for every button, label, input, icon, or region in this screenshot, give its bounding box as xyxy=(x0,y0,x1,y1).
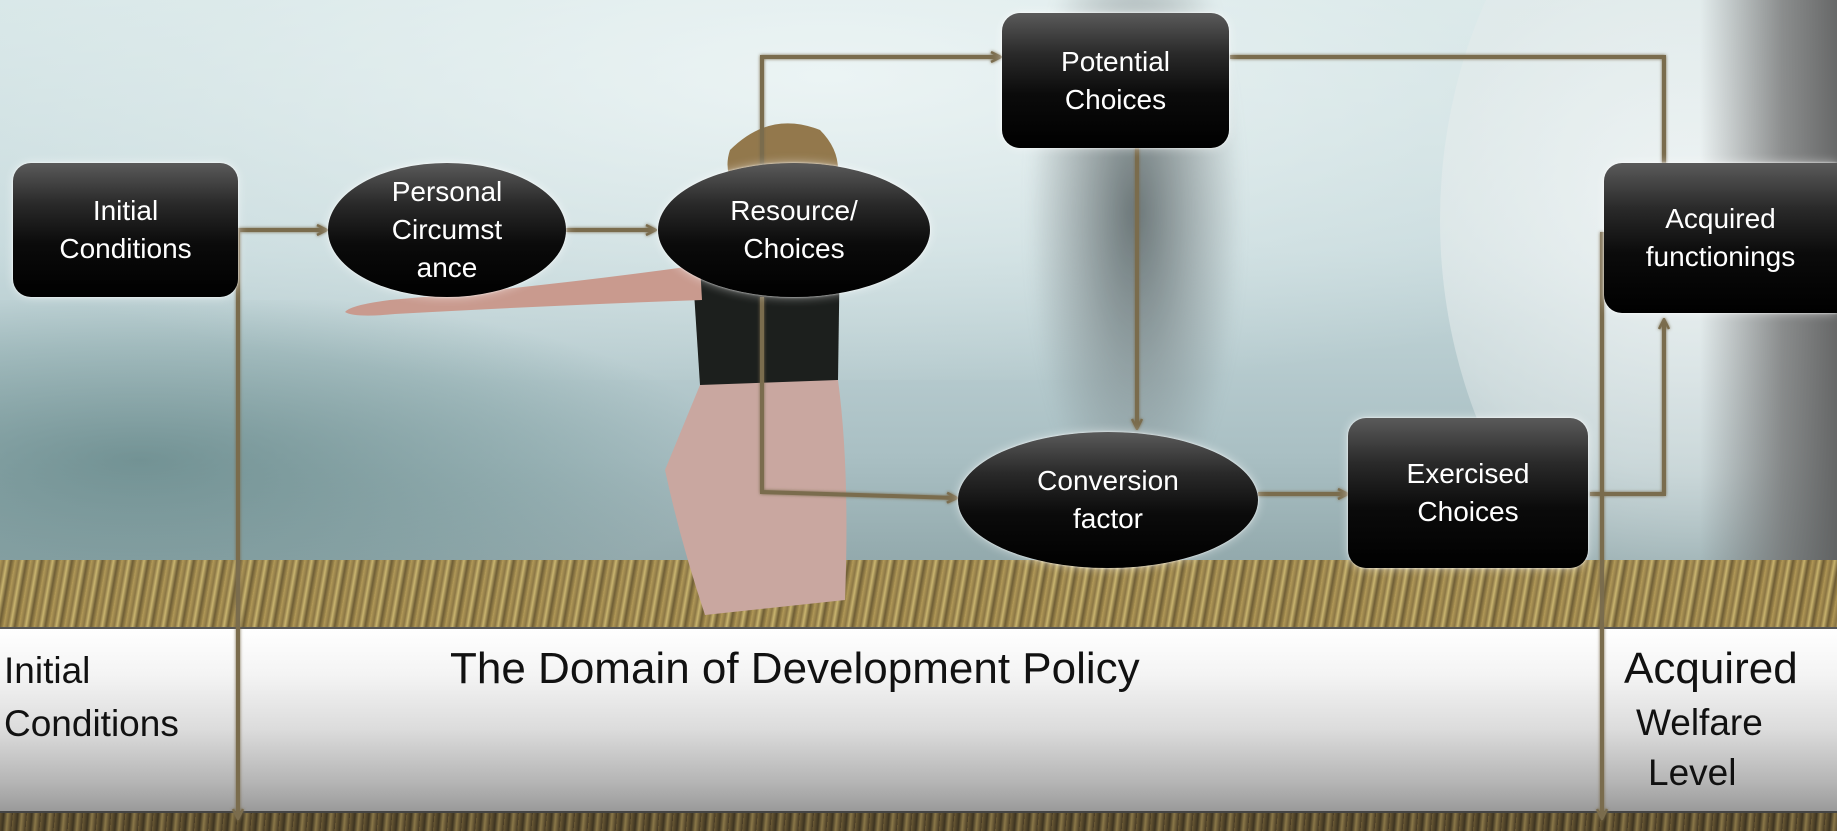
node-potential-choices: Potential Choices xyxy=(1002,13,1229,148)
figure-skirt xyxy=(665,380,847,615)
band-title: The Domain of Development Policy xyxy=(450,644,1140,693)
node-personal-circumstance-line-2: Circumst xyxy=(391,214,503,245)
band-right-line-2: Welfare xyxy=(1636,702,1763,743)
node-initial-conditions-line-1: Initial xyxy=(92,195,159,226)
node-exercised-choices-line-2: Choices xyxy=(1417,496,1519,527)
node-personal-circumstance-line-1: Personal xyxy=(391,176,503,207)
band-left-line-1: Initial xyxy=(4,650,91,691)
node-initial-conditions: Initial Conditions xyxy=(13,163,238,297)
edge-resource-to-conversion xyxy=(760,297,956,498)
node-potential-choices-line-1: Potential xyxy=(1061,45,1170,77)
node-initial-conditions-line-2: Conditions xyxy=(59,233,192,264)
band-right-line-3: Level xyxy=(1648,752,1737,793)
figure-arm xyxy=(345,265,702,316)
band-left-line-2: Conditions xyxy=(4,703,179,744)
node-conversion-factor-line-2: factor xyxy=(1072,503,1143,534)
node-exercised-choices-line-1: Exercised xyxy=(1406,458,1530,489)
node-personal-circumstance: Personal Circumst ance xyxy=(328,163,566,297)
policy-domain-band xyxy=(0,627,1837,813)
node-conversion-factor-line-1: Conversion xyxy=(1037,465,1179,496)
node-exercised-choices: Exercised Choices xyxy=(1348,418,1588,568)
band-initial-conditions-label: Initial Conditions xyxy=(4,644,224,750)
edge-potential-to-acquired xyxy=(1230,55,1664,190)
band-right-line-1: Acquired xyxy=(1624,644,1798,693)
edge-resource-to-potential xyxy=(760,57,1000,165)
node-conversion-factor: Conversion factor xyxy=(958,432,1258,568)
edge-exercised-to-acquired xyxy=(1590,320,1664,496)
node-acquired-functionings-line-1: Acquired xyxy=(1665,203,1776,234)
node-resource-choices: Resource/ Choices xyxy=(658,163,930,297)
node-acquired-functionings: Acquired functionings xyxy=(1604,163,1837,313)
node-personal-circumstance-line-3: ance xyxy=(416,252,478,283)
node-potential-choices-line-2: Choices xyxy=(1064,83,1167,115)
node-resource-choices-line-1: Resource/ xyxy=(730,195,858,226)
node-resource-choices-line-2: Choices xyxy=(743,233,845,264)
node-acquired-functionings-line-2: functionings xyxy=(1645,241,1796,272)
